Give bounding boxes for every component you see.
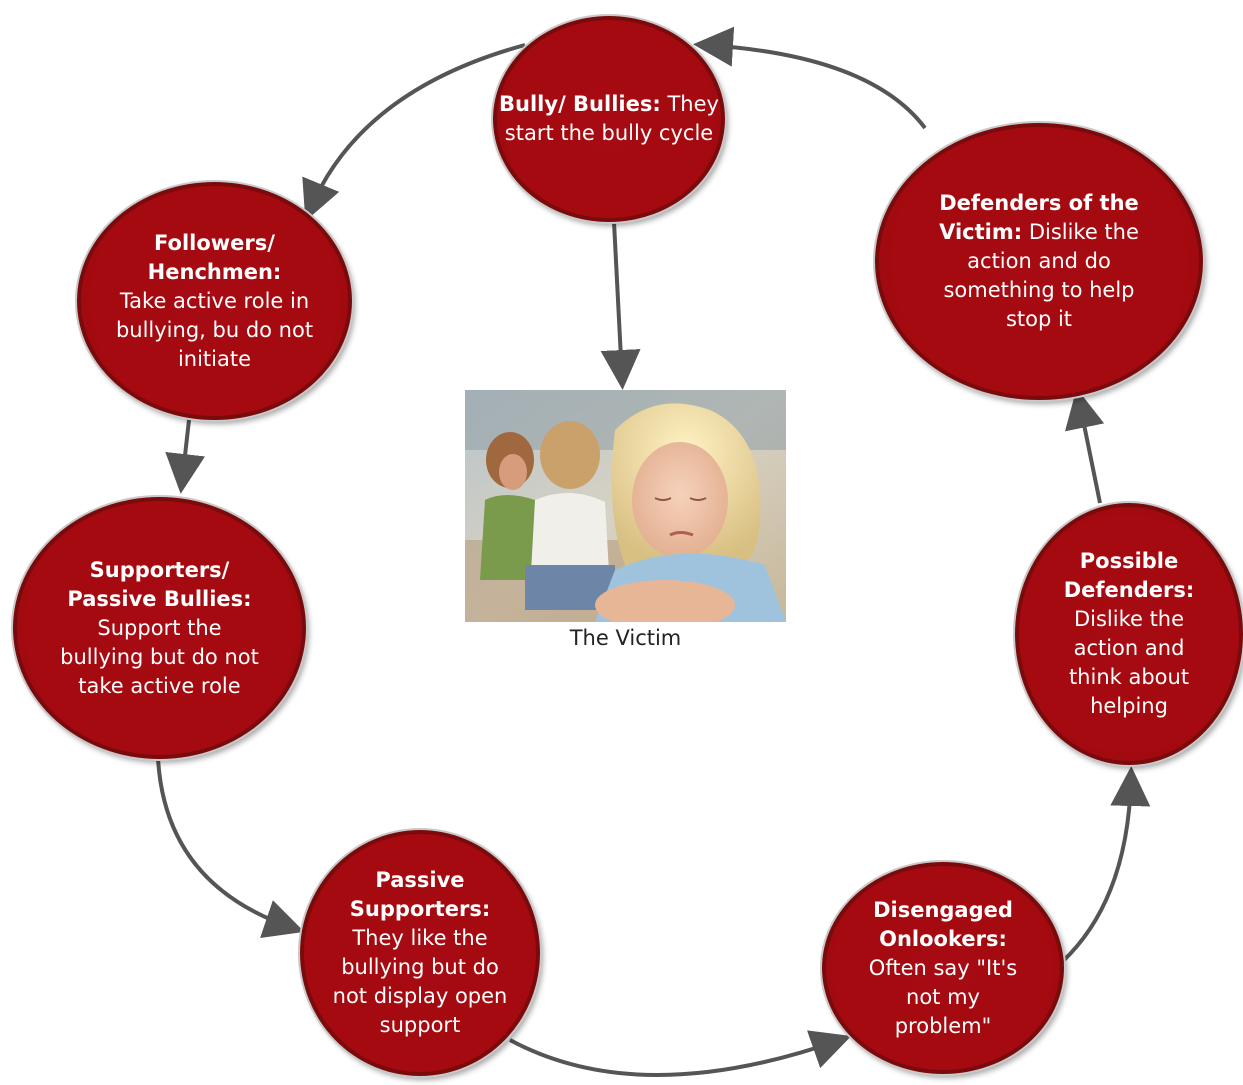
arrow-defenders-to-bully [693, 26, 927, 130]
node-supporters: Supporters/ Passive Bullies: Support the… [13, 497, 306, 759]
node-passive-supporters-title: Passive Supporters: [349, 868, 491, 921]
arrow-disengaged-to-possible [1060, 766, 1151, 964]
victim-photo [465, 390, 786, 622]
node-possible-defenders: Possible Defenders: Dislike the action a… [1015, 503, 1243, 765]
node-passive-supporters-text: They like the bullying but do not displa… [332, 926, 508, 1037]
node-followers-text: Take active role in bullying, bu do not … [115, 288, 314, 371]
node-defenders-title: Defenders of the Victim: [939, 191, 1139, 244]
node-supporters-title: Supporters/ Passive Bullies: [67, 557, 252, 611]
arrow-supporters-to-passive [156, 757, 305, 939]
node-bully-text: They start the bully cycle [504, 92, 719, 145]
node-bully: Bully/ Bullies: They start the bully cyc… [493, 16, 725, 222]
node-defenders: Defenders of the Victim: Dislike the act… [875, 123, 1203, 400]
node-passive-supporters: Passive Supporters: They like the bullyi… [300, 830, 540, 1076]
victim-photo-illustration [465, 390, 786, 622]
node-possible-defenders-title: Possible Defenders: [1063, 549, 1195, 602]
arrow-bully-to-followers [302, 43, 526, 222]
node-followers: Followers/ Henchmen: Take active role in… [77, 182, 352, 420]
node-disengaged-text: Often say "It's not my problem" [868, 955, 1018, 1038]
victim-caption: The Victim [569, 626, 682, 650]
node-defenders-text: Dislike the action and do something to h… [943, 220, 1139, 331]
node-supporters-text: Support the bullying but do not take act… [60, 615, 259, 698]
node-disengaged-title: Disengaged Onlookers: [873, 897, 1013, 951]
node-disengaged: Disengaged Onlookers: Often say "It's no… [822, 862, 1064, 1074]
arrow-possible-to-defenders [1064, 388, 1105, 504]
arrow-bully-to-victim [600, 221, 641, 390]
arrow-passive-to-disengaged [509, 1030, 852, 1077]
arrow-followers-to-supporters [165, 419, 206, 494]
node-followers-title: Followers/ Henchmen: [147, 230, 282, 284]
node-bully-title: Bully/ Bullies [499, 92, 653, 116]
node-possible-defenders-text: Dislike the action and think about helpi… [1068, 607, 1190, 718]
